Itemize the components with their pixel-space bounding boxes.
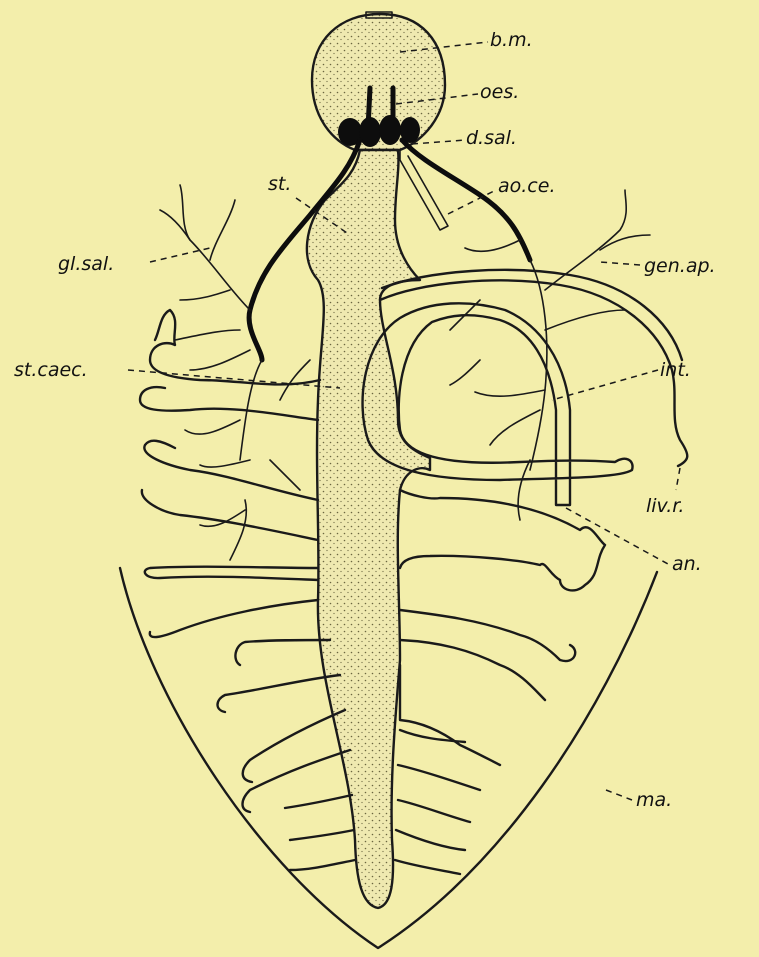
label-aorta-cephalica: ao.ce.	[498, 175, 555, 197]
stomach-caecum-right	[396, 830, 465, 850]
leader-dsal	[412, 140, 466, 144]
leader-glsal	[150, 248, 210, 262]
label-salivary-duct: d.sal.	[466, 127, 517, 149]
label-salivary-gland: gl.sal.	[58, 253, 114, 275]
salivary-duct-right	[402, 140, 530, 260]
stomach-caecum-left	[144, 441, 318, 500]
stomach-caecum-right	[400, 610, 575, 661]
stomach-caecum-right	[398, 800, 470, 822]
leader-int	[552, 370, 658, 400]
stomach-caecum-right	[398, 765, 480, 790]
stomach-caecum-right	[400, 665, 500, 765]
label-anus: an.	[672, 553, 702, 575]
genital-apparatus	[450, 190, 650, 520]
salivary-duct-node	[359, 117, 381, 147]
label-genital-apparatus: gen.ap.	[644, 255, 716, 277]
label-buccal-mass: b.m.	[490, 29, 533, 51]
stomach-caecum-left	[150, 600, 318, 637]
leader-genap	[600, 262, 640, 265]
salivary-duct-node	[379, 115, 401, 145]
stomach-caecum-right	[400, 640, 545, 700]
stomach-caecum-left	[285, 795, 352, 808]
stomach-caecum-left	[142, 490, 318, 540]
label-liver-right: liv.r.	[646, 495, 684, 517]
label-mantle: ma.	[636, 789, 672, 811]
stomach-caecum-left	[140, 387, 318, 420]
label-oesophagus: oes.	[480, 81, 519, 103]
stomach-caecum-left	[290, 860, 355, 870]
stomach-caecum-left	[145, 567, 318, 580]
label-intestine: int.	[660, 359, 691, 381]
stomach-caecum-right	[395, 860, 460, 874]
leader-livr	[676, 468, 680, 490]
stomach-caecum-right	[400, 730, 465, 742]
stomach-caecum-left	[218, 675, 341, 712]
label-stomach-caecum: st.caec.	[14, 359, 88, 381]
stomach-caecum-right	[400, 490, 605, 590]
stomach-caecum-left	[290, 830, 354, 840]
stomach	[307, 150, 430, 908]
intestine-loop-inner	[382, 270, 682, 360]
leader-ma	[606, 790, 632, 800]
label-stomach: st.	[268, 173, 291, 195]
stomach-caecum-left	[243, 750, 351, 812]
stomach-caecum-left	[235, 640, 330, 665]
stomach-caecum-left	[150, 310, 320, 384]
